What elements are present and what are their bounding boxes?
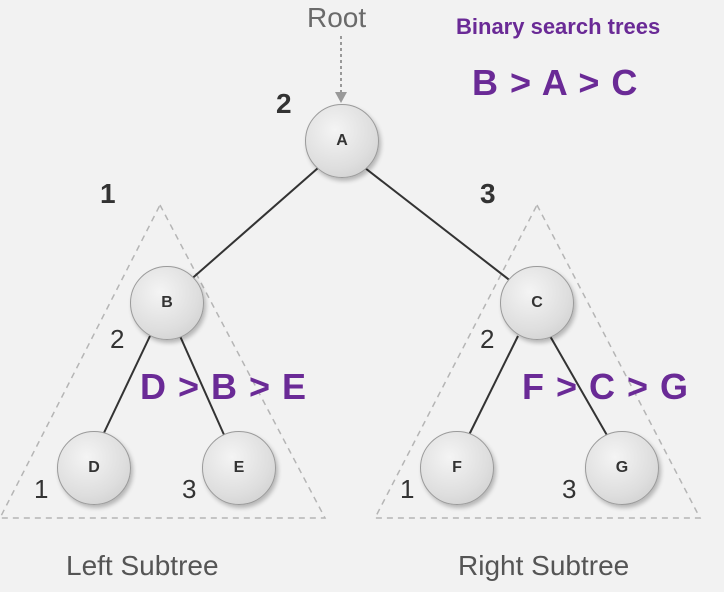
node-f: F [420, 431, 494, 505]
root-label: Root [307, 2, 367, 33]
order-left: D > B > E [140, 366, 308, 407]
visit-number-root: 2 [276, 88, 292, 119]
node-d: D [57, 431, 131, 505]
node-c: C [500, 266, 574, 340]
edge-c-g [549, 335, 609, 438]
visit-number-b: 2 [110, 324, 125, 354]
edge-c-f [467, 335, 519, 438]
node-g: G [585, 431, 659, 505]
edge-a-b [187, 167, 319, 283]
node-a: A [305, 104, 379, 178]
edge-b-e [179, 335, 226, 438]
edge-a-c [364, 167, 513, 283]
visit-number-c: 2 [480, 324, 495, 354]
edge-b-d [101, 335, 151, 438]
node-b: B [130, 266, 204, 340]
order-right: F > C > G [522, 366, 690, 407]
right-subtree-triangle [373, 203, 702, 519]
order-top: B > A > C [472, 62, 639, 103]
visit-number-g: 3 [562, 474, 577, 504]
visit-number-d: 1 [34, 474, 49, 504]
visit-number-f: 1 [400, 474, 415, 504]
node-e: E [202, 431, 276, 505]
root-arrowhead [335, 92, 347, 103]
visit-number-right-subtree: 3 [480, 178, 496, 209]
left-subtree-label: Left Subtree [66, 550, 219, 581]
right-subtree-label: Right Subtree [458, 550, 630, 581]
visit-number-left-subtree: 1 [100, 178, 116, 209]
left-subtree-triangle [0, 203, 327, 519]
diagram-title: Binary search trees [456, 14, 661, 39]
visit-number-e: 3 [182, 474, 197, 504]
